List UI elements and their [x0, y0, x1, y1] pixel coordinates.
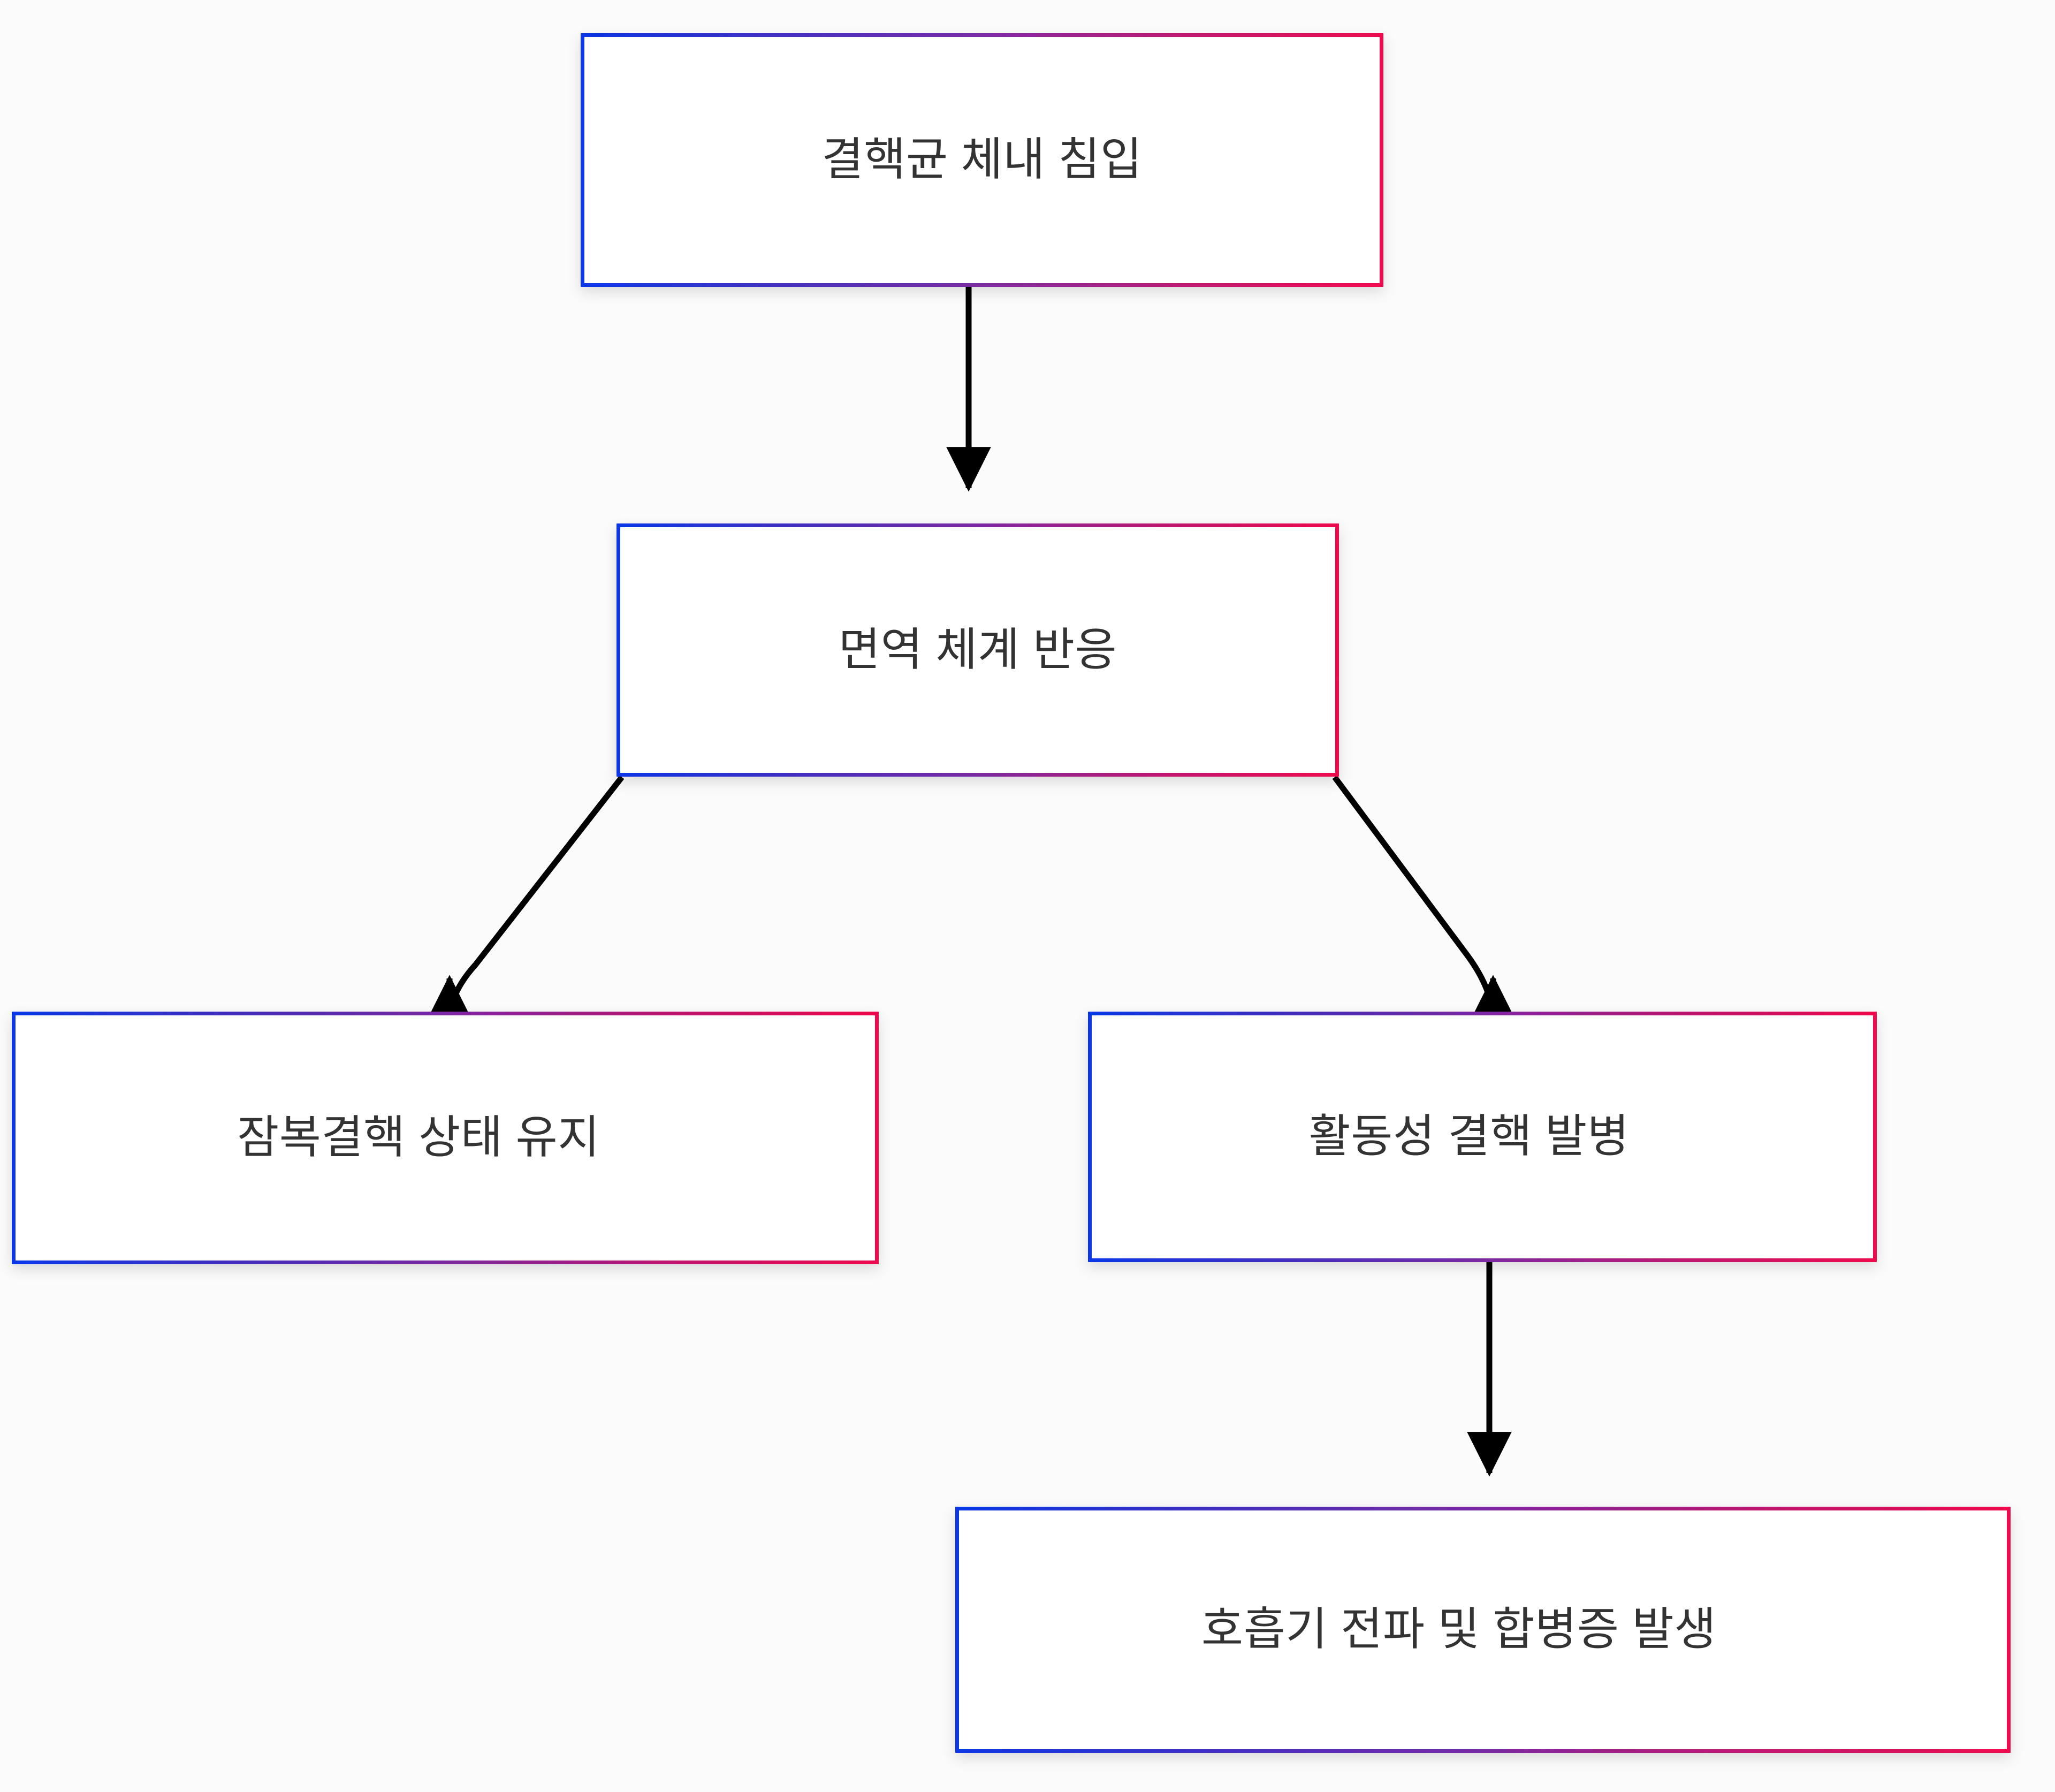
flow-node-tb-bacteria-entry[interactable]: 결핵균 체내 침입	[581, 33, 1383, 287]
flow-node-label: 활동성 결핵 발병	[1308, 1111, 1630, 1162]
flow-node-label: 호흡기 전파 및 합병증 발생	[1201, 1604, 1717, 1655]
flow-node-latent-tb[interactable]: 잠복결핵 상태 유지	[12, 1012, 879, 1264]
flow-node-respiratory-spread[interactable]: 호흡기 전파 및 합병증 발생	[955, 1507, 2011, 1753]
flow-node-active-tb[interactable]: 활동성 결핵 발병	[1088, 1012, 1877, 1262]
flow-node-label: 잠복결핵 상태 유지	[237, 1112, 600, 1163]
flow-node-label: 결핵균 체내 침입	[821, 134, 1143, 185]
edge-n1-n2	[446, 775, 625, 1024]
flow-node-label: 면역 체계 반응	[838, 624, 1117, 675]
edge-n1-n3	[1332, 775, 1496, 1024]
flow-node-immune-response[interactable]: 면역 체계 반응	[616, 523, 1339, 777]
